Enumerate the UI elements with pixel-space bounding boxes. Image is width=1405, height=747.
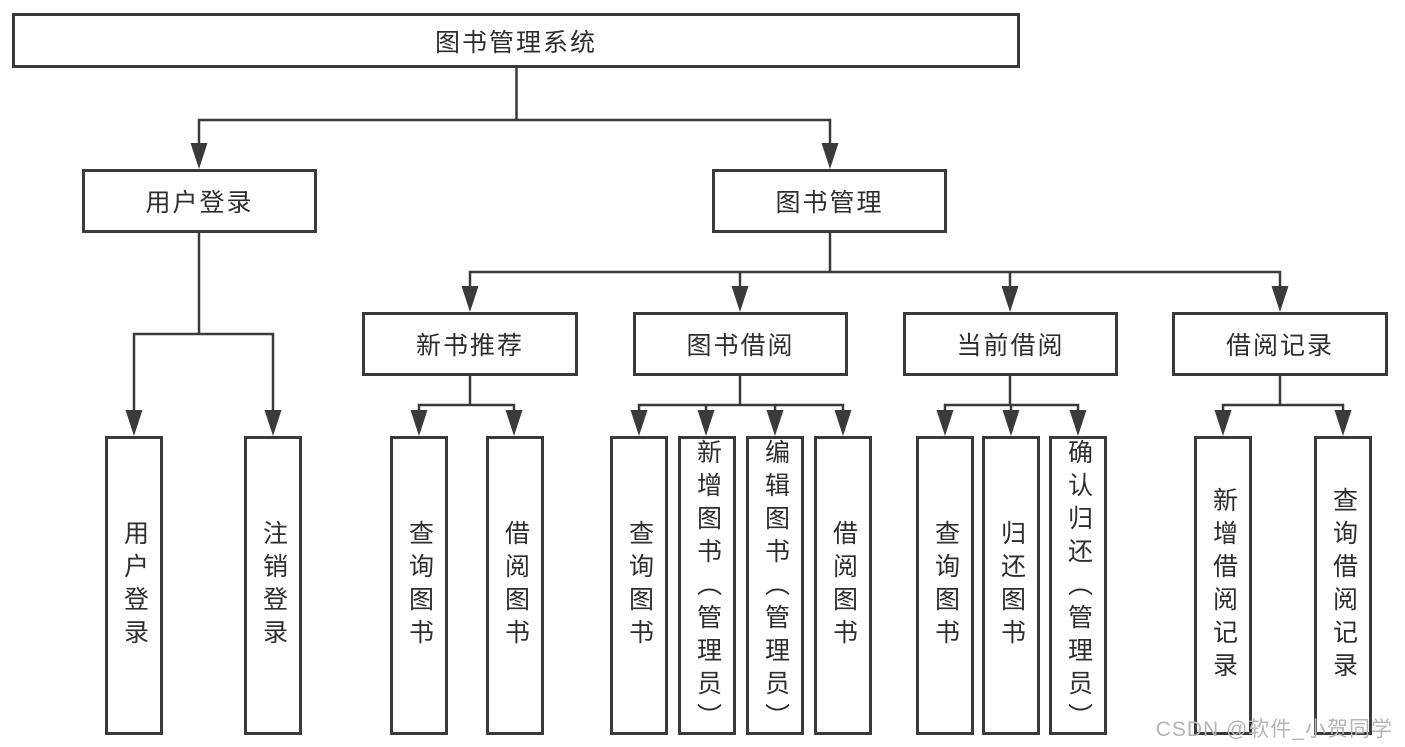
leaf-query-borrow-record-label: 查询借阅记录 <box>1329 486 1358 685</box>
leaf-add-borrow-record: 新增借阅记录 <box>1194 436 1252 735</box>
leaf-add-borrow-record-label: 新增借阅记录 <box>1209 486 1238 685</box>
leaf-user-login: 用户登录 <box>105 436 163 735</box>
node-book-management: 图书管理 <box>712 169 947 233</box>
leaf-query-books-current: 查询图书 <box>916 436 974 735</box>
node-borrowing-records: 借阅记录 <box>1172 312 1388 376</box>
node-user-login: 用户登录 <box>82 169 317 233</box>
node-library-system: 图书管理系统 <box>12 13 1020 68</box>
leaf-borrow-books: 借阅图书 <box>814 436 872 735</box>
leaf-query-books-borrow-label: 查询图书 <box>625 519 654 652</box>
watermark-text: CSDN @软件_小贺同学 <box>1155 718 1393 741</box>
node-book-borrowing: 图书借阅 <box>633 312 848 376</box>
leaf-query-books-recommend: 查询图书 <box>390 436 448 735</box>
leaf-return-books-label: 归还图书 <box>997 519 1026 652</box>
leaf-add-books-admin: 新增图书（管理员） <box>678 436 736 736</box>
leaf-query-books-borrow: 查询图书 <box>610 436 668 735</box>
leaf-return-books: 归还图书 <box>982 436 1040 735</box>
leaf-logout-label: 注销登录 <box>259 519 288 652</box>
leaf-confirm-return-admin: 确认归还（管理员） <box>1049 436 1107 736</box>
leaf-user-login-label: 用户登录 <box>120 519 149 652</box>
leaf-confirm-return-admin-label: 确认归还（管理员） <box>1064 439 1093 736</box>
leaf-edit-books-admin: 编辑图书（管理员） <box>746 436 804 736</box>
node-current-borrowing: 当前借阅 <box>903 312 1118 376</box>
leaf-query-books-current-label: 查询图书 <box>931 519 960 652</box>
leaf-add-books-admin-label: 新增图书（管理员） <box>693 439 722 736</box>
node-new-book-recommendation: 新书推荐 <box>362 312 578 376</box>
leaf-borrow-books-recommend-label: 借阅图书 <box>501 519 530 652</box>
leaf-borrow-books-label: 借阅图书 <box>829 519 858 652</box>
leaf-query-borrow-record: 查询借阅记录 <box>1314 436 1372 735</box>
leaf-query-books-recommend-label: 查询图书 <box>405 519 434 652</box>
leaf-logout: 注销登录 <box>244 436 302 735</box>
leaf-edit-books-admin-label: 编辑图书（管理员） <box>761 439 790 736</box>
leaf-borrow-books-recommend: 借阅图书 <box>486 436 544 735</box>
